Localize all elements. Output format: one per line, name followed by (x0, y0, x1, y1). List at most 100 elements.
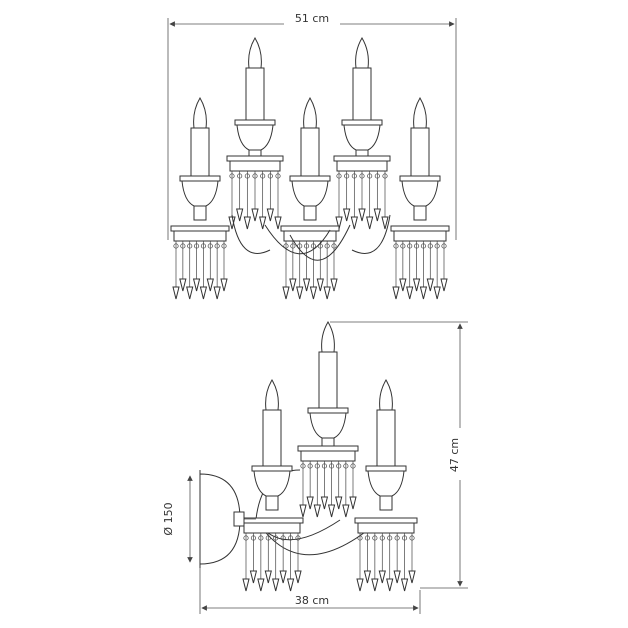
prism-drop (419, 286, 428, 300)
prism-bead (393, 243, 399, 249)
prism-bead (329, 463, 335, 469)
prism-drop (316, 278, 324, 292)
prism-drop (426, 278, 434, 292)
prism-bead (382, 173, 388, 179)
prism-drop (400, 578, 409, 592)
prism-drop (335, 216, 343, 230)
prism-drop (381, 216, 389, 230)
prism-bead (331, 243, 337, 249)
prism-drop (440, 278, 448, 292)
prism-drop (330, 278, 338, 292)
candle-stick (245, 67, 265, 121)
candle-arm (289, 97, 331, 221)
prism-drop (406, 286, 414, 300)
prism-bead (173, 243, 179, 249)
prism-drop (309, 286, 318, 300)
candle-stick (262, 409, 282, 467)
prism-bead (250, 535, 256, 541)
prism-drop (199, 286, 208, 300)
prism-drop (279, 570, 287, 584)
prism-drop (433, 286, 441, 300)
prism-bead (359, 173, 365, 179)
candle-cup (236, 124, 274, 151)
wall-plate (199, 470, 256, 568)
prism-drop (342, 504, 350, 518)
prism-drop (213, 286, 221, 300)
prism-drop (327, 504, 336, 518)
prism-drop (392, 286, 400, 300)
candle-arm-curve (264, 224, 331, 255)
candle-bulb (193, 97, 207, 129)
prism-bead (374, 173, 380, 179)
prism-drop (274, 216, 282, 230)
prism-bead (288, 535, 294, 541)
prism-bead (194, 243, 200, 249)
crystal-prisms (333, 155, 391, 230)
prism-drop (286, 578, 295, 592)
base-diameter-dimension: Ø 150 (158, 475, 193, 563)
bobeche-rim (179, 175, 221, 182)
bobeche-rim (399, 175, 441, 182)
prism-drop (350, 216, 358, 230)
candle-bulb (355, 37, 369, 69)
prism-drop (313, 504, 321, 518)
prism-drop (363, 570, 372, 584)
bobeche-rim (289, 175, 331, 182)
candle-arm (399, 97, 441, 221)
prism-bead (295, 535, 301, 541)
width-label: 51 cm (295, 12, 329, 25)
prism-drop (378, 570, 386, 584)
prism-drop (257, 578, 265, 592)
prism-drop (356, 578, 364, 592)
front-view (170, 37, 450, 300)
prism-bead (221, 243, 227, 249)
prism-bead (307, 463, 313, 469)
bobeche-rim (341, 119, 383, 126)
candle-cup (253, 470, 291, 497)
prism-bead (300, 463, 306, 469)
prism-drop (294, 570, 302, 584)
prism-bead (258, 535, 264, 541)
prism-drop (323, 286, 331, 300)
candle-arm-curve (351, 214, 391, 254)
prism-bead (409, 535, 415, 541)
candle-cup (343, 124, 381, 151)
candle-stick (410, 127, 430, 177)
bobeche-rim (307, 407, 349, 414)
prism-bead (372, 535, 378, 541)
candle-arm (365, 379, 407, 511)
prism-bead (321, 463, 327, 469)
prism-collar (173, 230, 227, 242)
prism-drop (373, 208, 381, 222)
drip-pan (297, 445, 359, 452)
prism-drop (306, 496, 314, 510)
prism-drop (358, 208, 366, 222)
candle-stick (300, 127, 320, 177)
prism-bead (273, 535, 279, 541)
candle-arm (307, 321, 349, 453)
prism-drop (386, 578, 394, 592)
prism-bead (180, 243, 186, 249)
prism-drop (251, 208, 259, 222)
candle-bulb (321, 321, 335, 353)
prism-bead (350, 463, 356, 469)
base-diameter-label: Ø 150 (162, 502, 175, 535)
prism-bead (280, 535, 286, 541)
prism-bead (379, 535, 385, 541)
prism-drop (272, 578, 280, 592)
crystal-prisms (170, 225, 230, 300)
prism-bead (427, 243, 433, 249)
prism-collar (283, 230, 337, 242)
drip-pan (354, 517, 418, 524)
crystal-prisms (297, 445, 359, 518)
prism-drop (408, 570, 416, 584)
candle-bulb (265, 379, 279, 411)
prism-bead (265, 535, 271, 541)
prism-drop (299, 504, 307, 518)
prism-drop (302, 278, 311, 292)
candle-cup (291, 180, 329, 207)
candle-arm (234, 37, 276, 165)
prism-bead (357, 535, 363, 541)
depth-label: 38 cm (295, 594, 329, 607)
candle-stick (376, 409, 396, 467)
